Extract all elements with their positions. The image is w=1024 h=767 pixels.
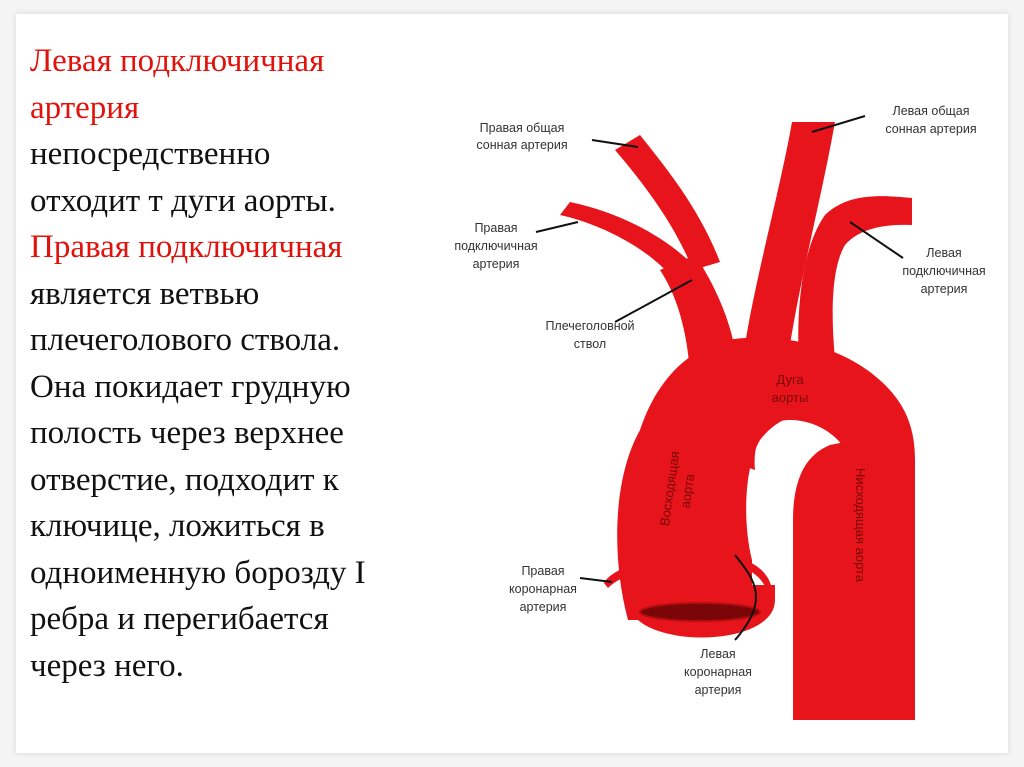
label-right-subclavian: Правая подключичная артерия — [454, 221, 537, 271]
label-aortic-arch: Дуга аорты — [772, 372, 809, 405]
text-line: ребра и перегибается — [30, 601, 329, 637]
label-line: подключичная — [902, 264, 985, 278]
text-line: одноименную борозду I — [30, 554, 366, 591]
label-line: сонная артерия — [476, 138, 567, 152]
text-line: ключице, ложиться в — [30, 508, 325, 544]
aortic-arch — [640, 337, 915, 470]
aortic-root-opening — [639, 602, 761, 622]
leader-left-common-carotid — [811, 115, 866, 133]
right-subclavian — [560, 202, 690, 275]
label-line: Нисходящая аорта — [853, 468, 868, 583]
right-coronary-artery — [604, 565, 637, 588]
label-line: Левая общая — [893, 104, 970, 118]
label-line: артерия — [473, 257, 520, 271]
label-right-common-carotid: Правая общая сонная артерия — [476, 121, 567, 152]
label-right-coronary: Правая коронарная артерия — [509, 564, 577, 614]
label-line: коронарная — [509, 582, 577, 596]
aorta-diagram: Правая общая сонная артерия Левая общая … — [454, 104, 986, 720]
descending-aorta — [793, 440, 915, 720]
text-line: отходит т дуги аорты. — [30, 182, 336, 219]
text-line: непосредственно — [30, 136, 271, 172]
label-line: коронарная — [684, 665, 752, 679]
text-line: артерия — [30, 89, 140, 126]
label-line: артерия — [520, 600, 567, 614]
description-text: Левая подключичная артерия непосредствен… — [30, 38, 450, 689]
leader-right-subclavian — [535, 221, 579, 233]
text-line: является ветвью — [30, 275, 260, 312]
label-line: артерия — [695, 683, 742, 697]
label-line: Левая — [700, 647, 735, 661]
brachiocephalic-trunk — [660, 255, 735, 375]
leader-lines — [535, 115, 904, 641]
text-line: полость через верхнее — [30, 415, 344, 451]
label-left-coronary: Левая коронарная артерия — [684, 647, 752, 697]
label-line: Плечеголовной — [545, 319, 634, 333]
label-line: Левая — [926, 246, 961, 260]
text-line: Левая подключичная — [30, 43, 325, 79]
label-line: Правая — [474, 221, 517, 235]
right-common-carotid — [615, 135, 720, 270]
vessel-group — [560, 122, 915, 720]
label-left-common-carotid: Левая общая сонная артерия — [885, 104, 976, 136]
label-line: аорта — [678, 472, 698, 509]
leader-left-coronary — [734, 554, 757, 641]
label-line: подключичная — [454, 239, 537, 253]
label-brachiocephalic: Плечеголовной ствол — [545, 319, 634, 351]
label-line: Дуга — [776, 372, 804, 387]
label-line: аорты — [772, 390, 809, 405]
label-line: артерия — [921, 282, 968, 296]
left-coronary-artery — [742, 560, 772, 592]
label-line: ствол — [574, 337, 606, 351]
label-line: Правая — [521, 564, 564, 578]
leader-left-subclavian — [849, 221, 904, 259]
label-line: Правая общая — [480, 121, 565, 135]
leader-brachiocephalic — [614, 279, 693, 323]
text-line: плечеголового ствола. — [30, 322, 341, 358]
left-subclavian — [798, 196, 912, 385]
leader-right-common-carotid — [591, 139, 639, 148]
text-line: Правая подключичная — [30, 229, 343, 265]
leader-right-coronary — [579, 577, 613, 583]
left-common-carotid — [745, 122, 835, 345]
label-left-subclavian: Левая подключичная артерия — [902, 246, 985, 296]
text-line: через него. — [30, 647, 184, 684]
label-line: сонная артерия — [885, 122, 976, 136]
text-line: Она покидает грудную — [30, 368, 351, 405]
label-descending-aorta: Нисходящая аорта — [853, 468, 868, 583]
text-line: отверстие, подходит к — [30, 461, 339, 498]
